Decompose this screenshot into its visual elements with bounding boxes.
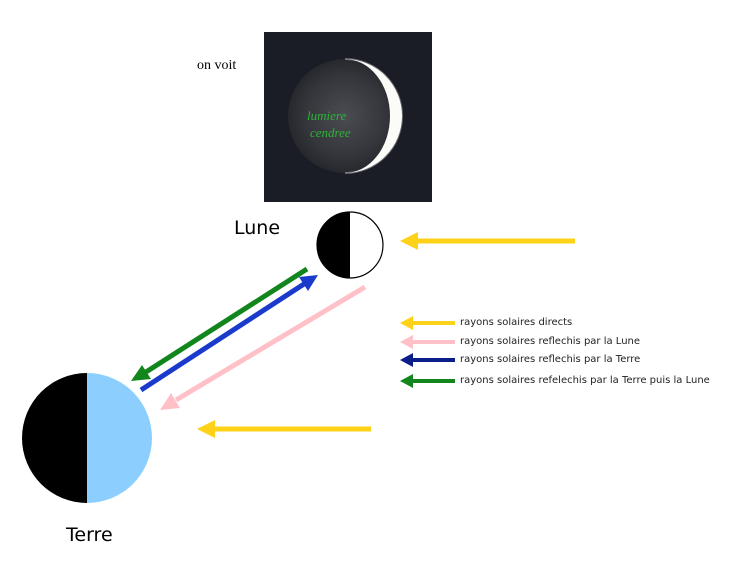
- sun-ray-to-moon: [400, 232, 575, 250]
- ray-earth-reflect: [139, 275, 318, 393]
- legend-label-direct: rayons solaires directs: [460, 317, 573, 328]
- photo-moon-disc: [288, 59, 402, 173]
- legend-arrow-moon: [400, 335, 455, 349]
- photo-crescent: [345, 59, 402, 173]
- photo-text-cendree: cendree: [310, 125, 351, 140]
- moon-outline: [316, 211, 384, 279]
- legend-label-moon: rayons solaires reflechis par la Lune: [460, 336, 641, 347]
- earth-dark-half: [22, 373, 87, 503]
- earth-lit-half: [87, 373, 152, 503]
- moon-dark-half: [317, 212, 350, 278]
- moon-body: [316, 211, 384, 279]
- photo-text-lumiere: lumiere: [307, 108, 346, 123]
- ray-moon-reflect: [160, 284, 367, 410]
- caption-on-voit: on voit: [197, 58, 237, 73]
- earth-label: Terre: [66, 524, 113, 546]
- legend-label-earth: rayons solaires reflechis par la Terre: [460, 354, 641, 365]
- earth-body: [22, 373, 152, 503]
- moon-label: Lune: [234, 217, 281, 239]
- photo-crescent-halo: [344, 58, 403, 174]
- legend-arrows: [400, 316, 455, 388]
- legend-label-earth-moon: rayons solaires refelechis par la Terre …: [460, 375, 710, 386]
- ray-earth-then-moon: [131, 266, 309, 381]
- legend-arrow-earth: [400, 353, 455, 367]
- moon-photo: lumiere cendree: [264, 32, 432, 202]
- sun-ray-to-earth: [197, 420, 371, 438]
- legend-arrow-earth-moon: [400, 374, 455, 388]
- legend-arrow-direct: [400, 316, 455, 330]
- moon-lit-half: [350, 212, 383, 278]
